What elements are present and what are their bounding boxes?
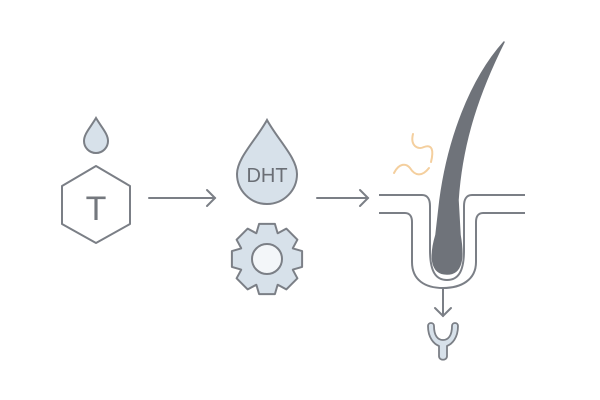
arrow-down-icon	[434, 288, 452, 318]
arrow-right-icon	[148, 189, 217, 207]
dht-droplet-icon	[235, 117, 299, 205]
squiggle-lines	[393, 133, 434, 176]
testosterone-hexagon	[61, 165, 131, 244]
hair-strand	[431, 41, 505, 275]
arrow-right-icon	[316, 189, 370, 207]
small-droplet-icon	[82, 116, 110, 154]
testosterone-label: T	[86, 190, 107, 228]
dht-label: DHT	[246, 165, 287, 187]
gear-center	[251, 243, 283, 275]
receptor-icon	[427, 322, 459, 361]
